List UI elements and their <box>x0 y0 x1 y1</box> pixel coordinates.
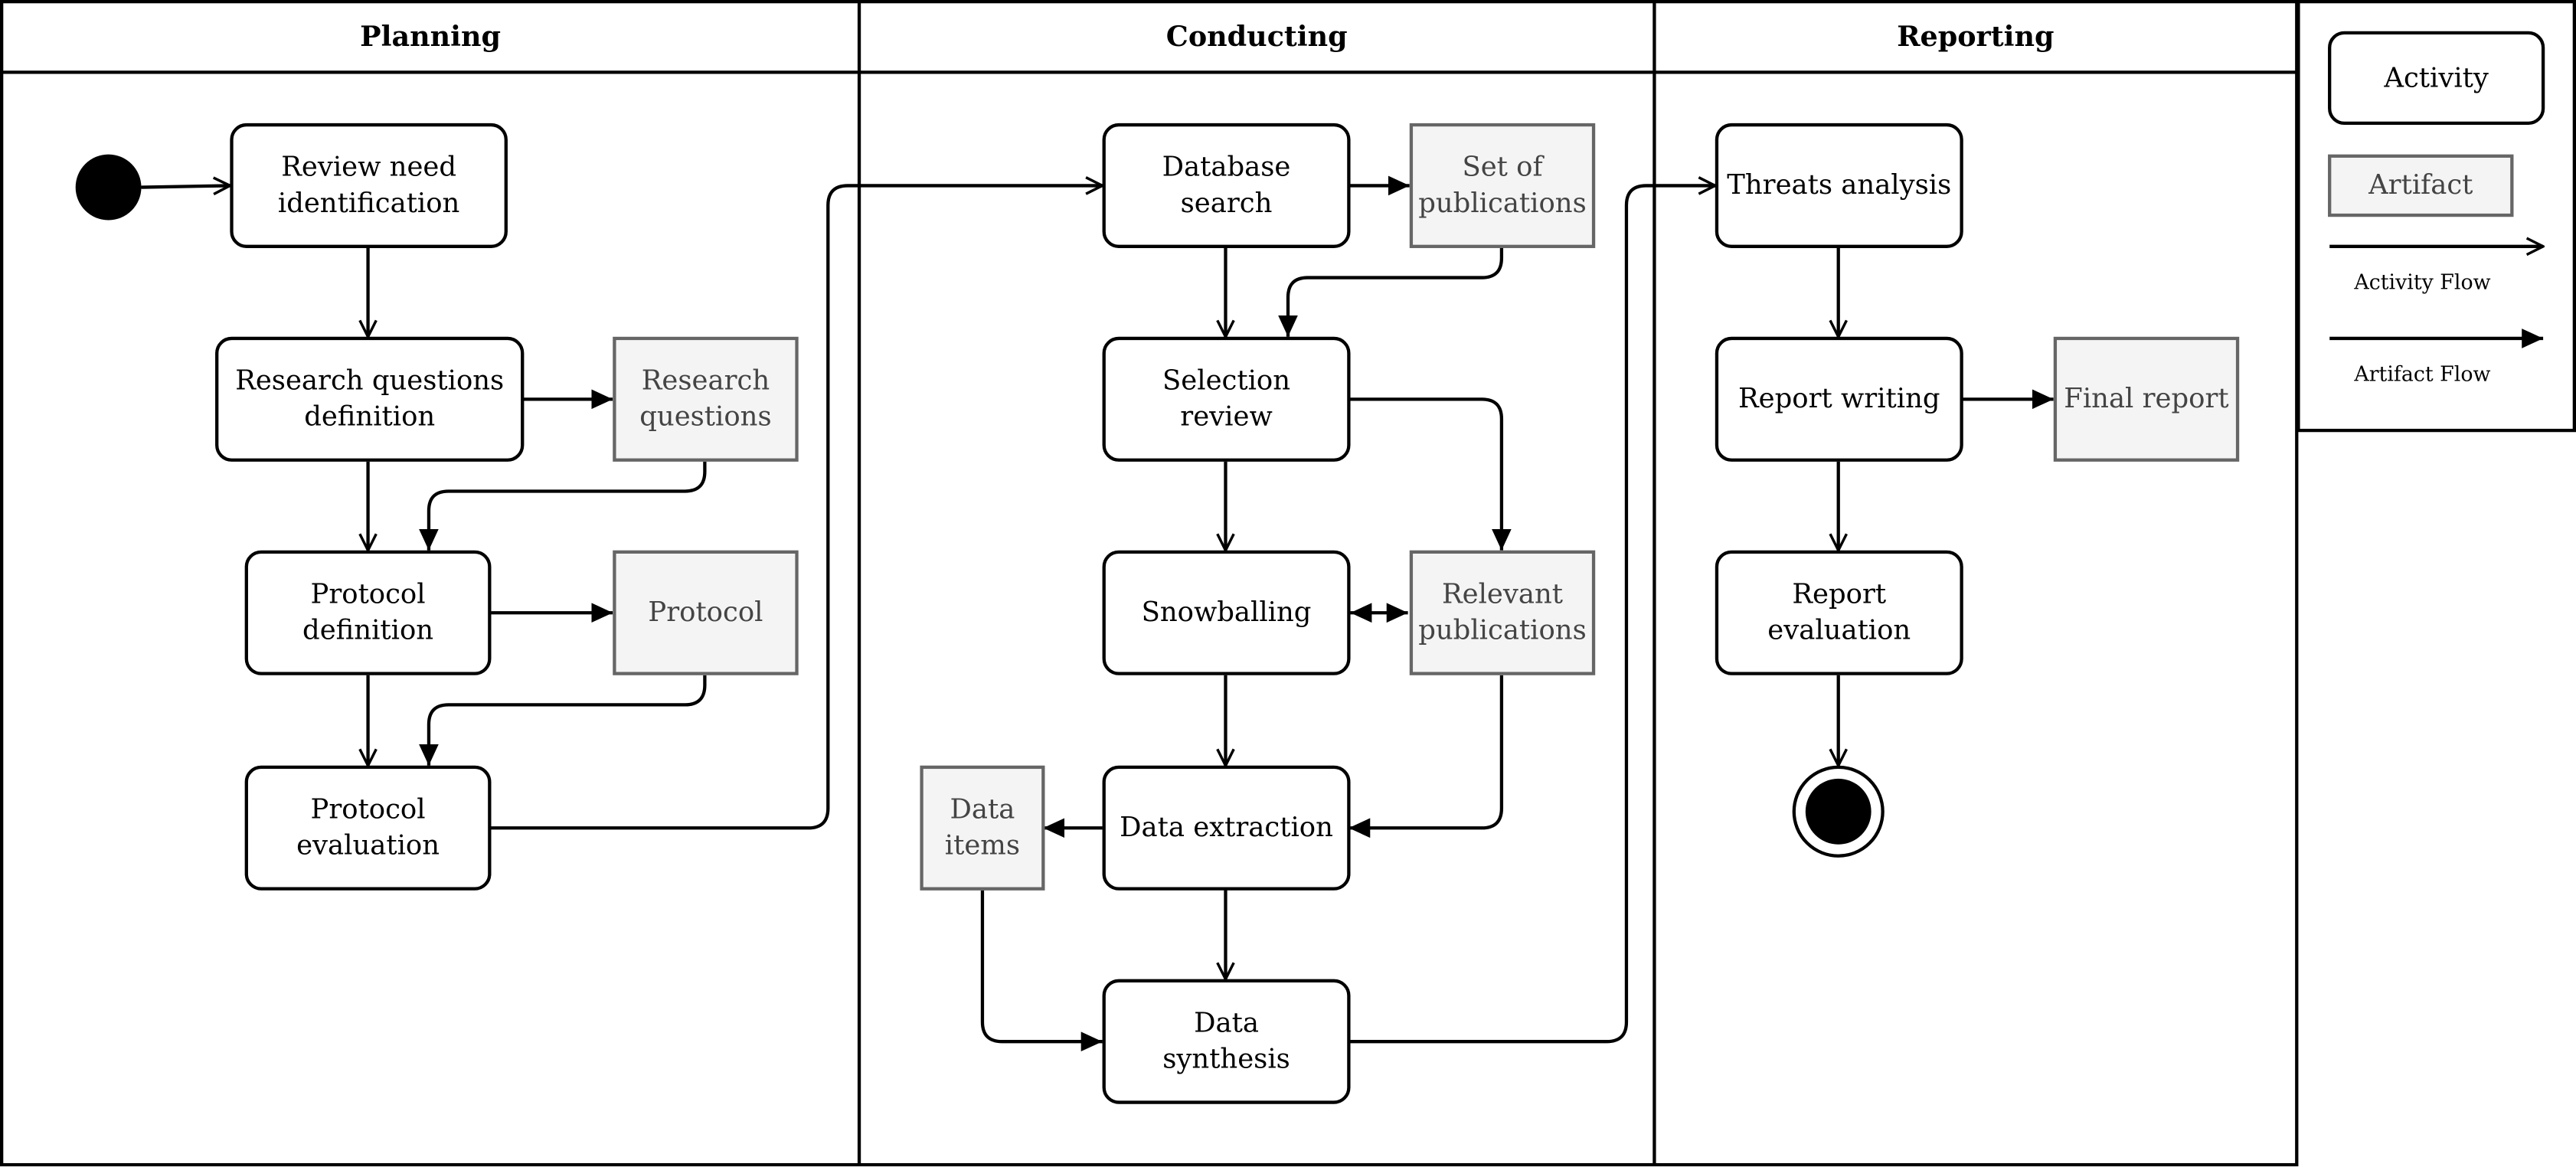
artifact-label: Final report <box>2064 382 2229 414</box>
activity-review-need-identification: Review need identification <box>230 123 508 248</box>
flow-protocol-evaluation-to-database-search <box>491 185 1102 830</box>
artifact-label: Data items <box>944 793 1021 861</box>
activity-label: Selection review <box>1162 364 1291 433</box>
legend-artifact-flow-label: Artifact Flow <box>2354 361 2491 387</box>
activity-label: Data extraction <box>1120 811 1333 843</box>
flow-set-of-publications-to-selection <box>1278 246 1504 337</box>
activity-label: Protocol evaluation <box>296 793 440 861</box>
final-node <box>1792 765 1885 858</box>
swimlane-frame <box>0 0 2299 1167</box>
activity-label: Data synthesis <box>1162 1007 1290 1075</box>
activity-label: Database search <box>1162 151 1291 219</box>
activity-snowballing: Snowballing <box>1102 550 1351 675</box>
legend-activity-label: Activity <box>2384 61 2489 93</box>
artifact-set-of-publications: Set of publications <box>1409 123 1596 248</box>
activity-label: Snowballing <box>1141 596 1312 628</box>
activity-research-questions-definition: Research questions definition <box>215 336 525 462</box>
activity-data-extraction: Data extraction <box>1102 765 1351 891</box>
activity-label: Review need identification <box>277 151 460 219</box>
artifact-research-questions: Research questions <box>613 336 799 462</box>
flow-protocol-to-evaluation <box>419 675 707 766</box>
artifact-protocol: Protocol <box>613 550 799 675</box>
artifact-label: Relevant publications <box>1418 578 1587 646</box>
legend-activity-box: Activity <box>2328 31 2545 126</box>
legend-frame <box>2296 0 2576 433</box>
legend-artifact-label: Artifact <box>2368 168 2473 201</box>
flow-selection-to-relevant-publications <box>1348 397 1512 551</box>
flow-synthesis-to-threats <box>1348 185 1715 1044</box>
activity-label: Research questions definition <box>235 364 505 433</box>
activity-report-evaluation: Report evaluation <box>1715 550 1963 675</box>
lane-header-planning: Planning <box>360 21 502 54</box>
artifact-label: Protocol <box>648 596 763 628</box>
flow-start-to-review-need <box>141 185 230 187</box>
artifact-relevant-publications: Relevant publications <box>1409 550 1596 675</box>
lane-header-conducting: Conducting <box>1165 21 1348 54</box>
flow-research-questions-to-protocol-definition <box>419 461 707 551</box>
legend-artifact-box: Artifact <box>2328 154 2514 217</box>
activity-data-synthesis: Data synthesis <box>1102 979 1351 1104</box>
activity-selection-review: Selection review <box>1102 336 1351 462</box>
flow-relevant-publications-to-extraction <box>1348 675 1504 838</box>
activity-label: Report writing <box>1738 382 1940 414</box>
initial-node <box>75 154 142 221</box>
legend-activity-flow-label: Activity Flow <box>2354 269 2491 295</box>
artifact-flows <box>419 175 2054 1052</box>
flow-data-items-to-synthesis <box>980 888 1103 1052</box>
artifact-label: Research questions <box>639 364 772 433</box>
activity-threats-analysis: Threats analysis <box>1715 123 1963 248</box>
activity-label: Report evaluation <box>1767 578 1911 646</box>
activity-database-search: Database search <box>1102 123 1351 248</box>
activity-label: Protocol definition <box>302 578 434 646</box>
artifact-data-items: Data items <box>920 765 1045 891</box>
artifact-label: Set of publications <box>1418 151 1587 219</box>
artifact-final-report: Final report <box>2053 336 2240 462</box>
activity-flows <box>141 185 1839 1044</box>
activity-protocol-definition: Protocol definition <box>244 550 492 675</box>
lane-header-reporting: Reporting <box>1897 21 2055 54</box>
activity-label: Threats analysis <box>1727 168 1952 201</box>
activity-report-writing: Report writing <box>1715 336 1963 462</box>
activity-protocol-evaluation: Protocol evaluation <box>244 765 492 891</box>
